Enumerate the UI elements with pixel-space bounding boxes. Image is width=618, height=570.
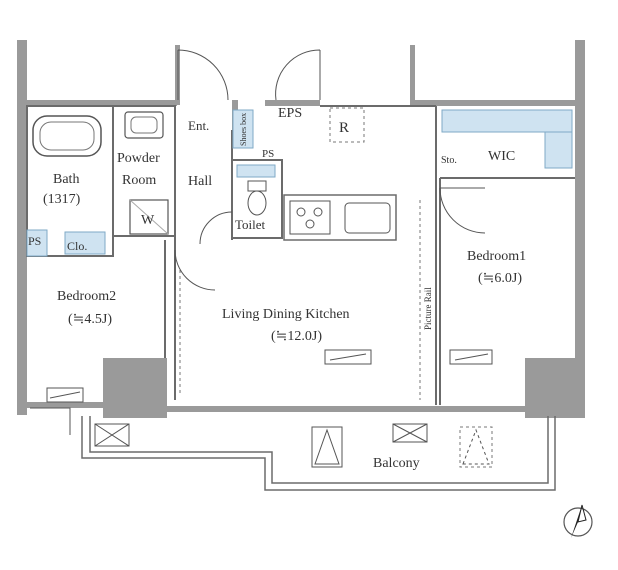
bedroom1-size-label: (≒6.0J) — [478, 271, 522, 286]
ldk-size-label: (≒12.0J) — [271, 329, 322, 344]
powder-room-label-2: Room — [122, 173, 156, 188]
refrigerator-space — [329, 107, 365, 143]
picture-rail-label: Picture Rail — [423, 287, 433, 330]
kitchen-sink-icon — [344, 202, 391, 234]
bedroom2-size-label: (≒4.5J) — [68, 312, 112, 327]
bathtub-icon — [32, 115, 102, 157]
washer-label: W — [141, 213, 155, 228]
closet-label: Clo. — [67, 239, 87, 253]
ldk-label: Living Dining Kitchen — [222, 307, 350, 322]
powder-room-label-1: Powder — [117, 151, 160, 166]
entrance-label: Ent. — [188, 118, 209, 133]
stove-icon — [289, 200, 331, 235]
storage-areas — [26, 109, 573, 257]
sink-icon — [124, 111, 164, 139]
shoes-box-label: Shoes box — [239, 113, 248, 146]
storage-label: Sto. — [441, 155, 457, 166]
structural-walls — [17, 40, 585, 418]
room-labels: Bath (1317) Powder Room W Ent. Shoes box… — [28, 106, 526, 471]
ps-left-label: PS — [28, 234, 41, 248]
hall-label: Hall — [188, 174, 212, 189]
bath-size-label: (1317) — [43, 192, 81, 207]
ps-top-label: PS — [262, 148, 274, 160]
bedroom1-label: Bedroom1 — [467, 249, 526, 264]
eps-label: EPS — [278, 106, 302, 121]
interior-walls — [26, 105, 575, 405]
wic-label: WIC — [488, 149, 515, 164]
bath-label: Bath — [53, 172, 79, 187]
bedroom2-label: Bedroom2 — [57, 289, 116, 304]
window-markers — [46, 349, 493, 403]
doors — [30, 49, 486, 435]
toilet-label: Toilet — [235, 217, 266, 232]
balcony-label: Balcony — [373, 456, 420, 471]
washer-icon — [129, 199, 169, 235]
balcony-markers — [94, 423, 493, 468]
balcony-outline — [81, 416, 556, 491]
refrigerator-label: R — [339, 120, 349, 136]
north-compass-icon — [563, 504, 593, 538]
toilet-icon — [247, 180, 267, 216]
